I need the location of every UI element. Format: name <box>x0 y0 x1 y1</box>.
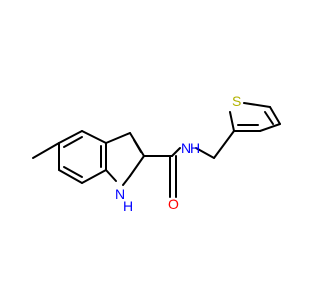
bond-benzo-4 <box>81 169 107 184</box>
bond-thio-2 <box>243 102 271 108</box>
bond-thio-double-1 <box>264 111 274 125</box>
bond-pyrrole-3 <box>129 155 145 177</box>
bond-thio-4 <box>259 123 281 132</box>
bond-pyrrole-double <box>133 139 142 153</box>
bond-n-ch2 <box>195 147 215 159</box>
bond-carbonyl-n <box>171 147 181 157</box>
bond-benzo-double-1 <box>63 136 83 148</box>
bond-benzo-2 <box>81 130 107 144</box>
bond-thio-3 <box>269 106 281 125</box>
indole-nitrogen-label: N <box>115 186 125 202</box>
bond-methyl <box>32 142 60 159</box>
bond-pyrrole-4 <box>105 169 117 182</box>
molecule-structure: S N H N H O <box>32 93 281 214</box>
bond-pyrrole-5 <box>122 175 131 186</box>
bond-pyrrole-1 <box>105 132 131 144</box>
bond-benzo-5 <box>58 169 83 184</box>
amide-hydrogen-label: H <box>190 140 200 156</box>
indole-hydrogen-label: H <box>123 198 133 214</box>
sulfur-label: S <box>232 93 241 109</box>
amide-nitrogen-label: N <box>181 140 191 156</box>
carbonyl-oxygen-label: O <box>168 196 179 212</box>
molecule-canvas: S N H N H O <box>32 93 281 214</box>
bond-thio-1 <box>229 111 235 132</box>
bond-benzo-1 <box>58 130 83 144</box>
bond-ch2-thienyl <box>213 130 235 159</box>
bond-benzo-double-3 <box>63 166 83 178</box>
